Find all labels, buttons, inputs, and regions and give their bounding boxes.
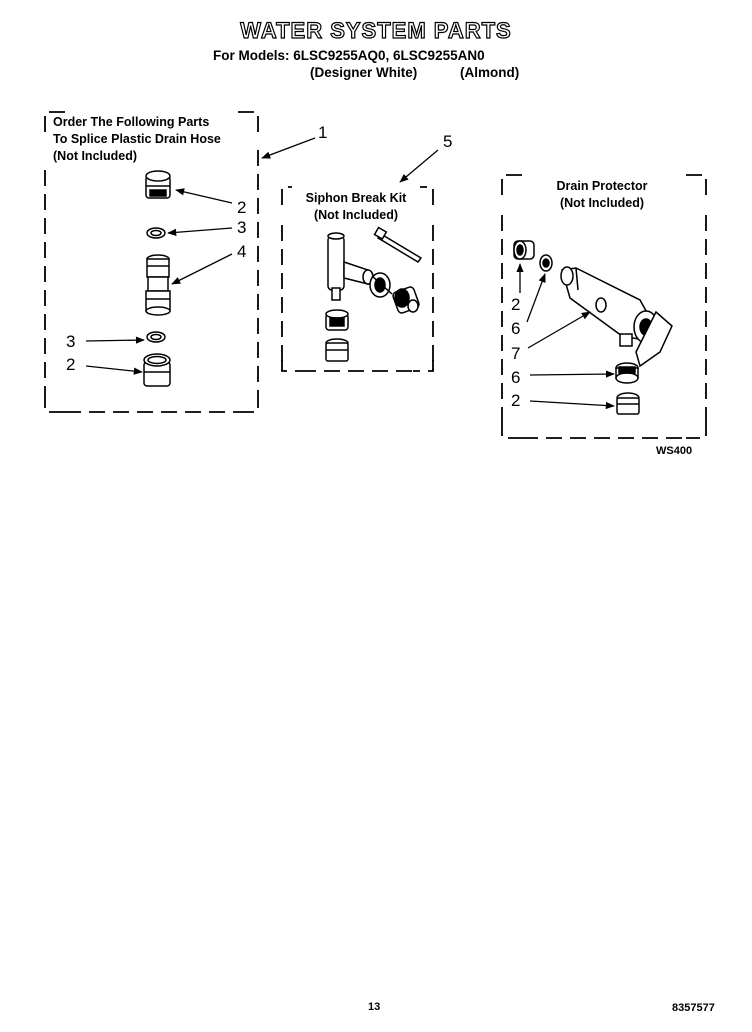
drain-protector-label-line-1: Drain Protector [556, 179, 648, 193]
callout-right-6-bottom: 6 [511, 368, 521, 387]
callout-right-2-bottom: 2 [511, 391, 521, 410]
drain-hose-label-line-2: To Splice Plastic Drain Hose [53, 132, 221, 146]
protector-ring-top [539, 254, 553, 272]
callout-5: 5 [443, 132, 453, 151]
siphon-collar [325, 309, 349, 331]
protector-body [560, 266, 673, 368]
drain-hose-group-label: Order The Following Parts To Splice Plas… [53, 114, 221, 165]
hose-coupling [145, 254, 171, 316]
callout-left-3-bottom: 3 [66, 332, 76, 351]
callout-right-2-top: 2 [511, 295, 521, 314]
hose-clamp-bottom [146, 331, 166, 343]
drain-protector-box [501, 174, 707, 439]
drain-hose-label-line-1: Order The Following Parts [53, 115, 210, 129]
drain-protector-parts [513, 240, 673, 415]
drain-protector-group-label: Drain Protector (Not Included) [530, 178, 674, 212]
drain-protector-label-line-2: (Not Included) [559, 196, 644, 210]
hose-connector-bottom [143, 353, 171, 387]
callout-1: 1 [318, 123, 328, 142]
protector-connector-bottom [616, 392, 640, 415]
callout-left-2-bottom: 2 [66, 355, 76, 374]
variant-designer-white: (Designer White) [310, 65, 418, 80]
hose-connector-top [145, 170, 171, 199]
callout-right-6-top: 6 [511, 319, 521, 338]
page-title: WATER SYSTEM PARTS [240, 17, 512, 43]
protector-connector-top [513, 240, 535, 260]
callout-right-7: 7 [511, 344, 521, 363]
callout-left-3-top: 3 [237, 218, 247, 237]
drain-hose-parts [143, 170, 171, 387]
siphon-label-line-1: Siphon Break Kit [305, 191, 407, 205]
hose-clamp-top [146, 227, 166, 239]
models-line: For Models: 6LSC9255AQ0, 6LSC9255AN0 [213, 48, 485, 63]
siphon-fitting [392, 286, 420, 314]
protector-ring-bottom [615, 362, 639, 384]
siphon-break-parts [325, 226, 423, 362]
document-number: 8357577 [672, 1002, 715, 1014]
callout-left-2-top: 2 [237, 198, 247, 217]
drain-protector-leaders [516, 263, 615, 410]
drain-hose-label-line-3: (Not Included) [53, 149, 138, 163]
figure-code: WS400 [656, 445, 693, 457]
page-number: 13 [368, 1001, 381, 1013]
siphon-tee [327, 232, 374, 301]
variant-almond: (Almond) [460, 65, 520, 80]
drain-hose-splice-box [44, 111, 259, 413]
siphon-break-kit-box [281, 186, 434, 372]
siphon-label-line-2: (Not Included) [313, 208, 398, 222]
siphon-adapter [325, 338, 349, 362]
siphon-group-label: Siphon Break Kit (Not Included) [291, 190, 421, 224]
siphon-leader [399, 149, 439, 183]
siphon-clamp [369, 272, 393, 298]
drain-hose-leaders [85, 137, 316, 375]
callout-left-4: 4 [237, 242, 247, 261]
siphon-cable-tie [373, 226, 423, 263]
